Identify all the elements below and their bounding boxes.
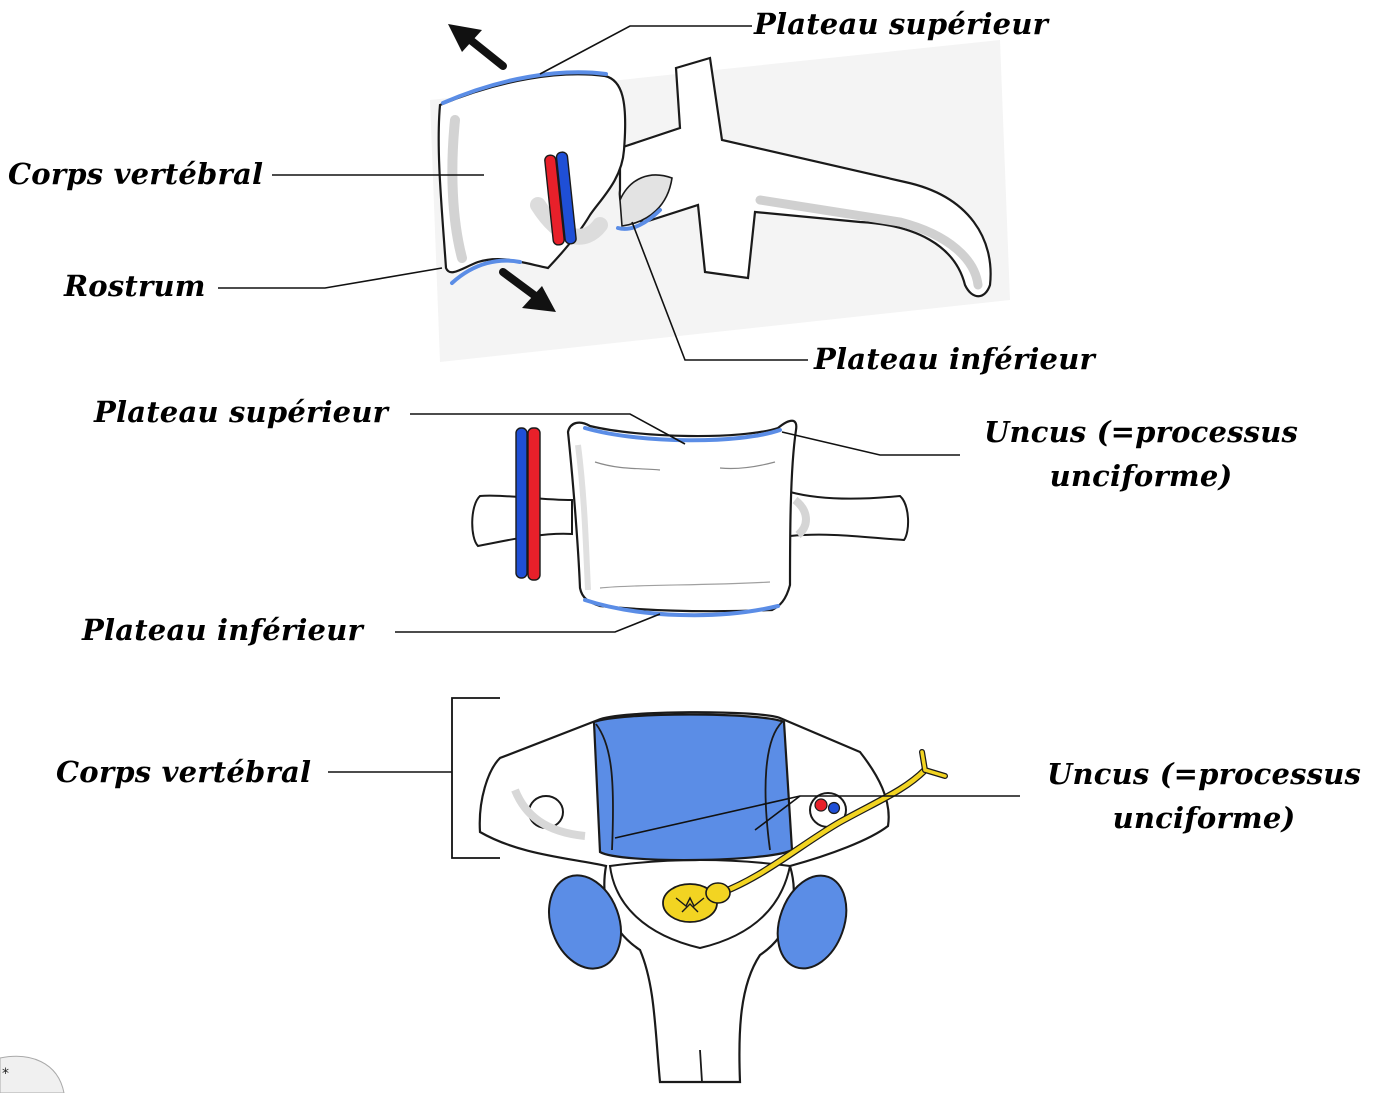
label-anterior-plateau-inferieur: Plateau inférieur bbox=[82, 608, 363, 652]
label-lateral-plateau-superieur: Plateau supérieur bbox=[754, 2, 1048, 46]
label-lateral-corps-vertebral: Corps vertébral bbox=[8, 152, 263, 196]
label-anterior-uncus-line2: unciforme) bbox=[960, 454, 1322, 498]
spinal-ganglion bbox=[706, 883, 730, 903]
label-anterior-uncus-line1: Uncus (=processus bbox=[960, 410, 1322, 454]
leader-anterior-uncus bbox=[782, 432, 960, 455]
label-superior-uncus-line1: Uncus (=processus bbox=[1024, 752, 1384, 796]
vertebral-artery-section bbox=[815, 799, 827, 811]
logo-badge bbox=[0, 1056, 64, 1093]
label-superior-corps-vertebral: Corps vertébral bbox=[56, 750, 311, 794]
vertebral-vein-section bbox=[829, 803, 840, 814]
label-superior-uncus-line2: unciforme) bbox=[1024, 796, 1384, 840]
arrow-up-left-icon bbox=[468, 38, 503, 66]
superior-vertebral-body bbox=[594, 715, 792, 861]
leader-lateral-plateau-superieur bbox=[540, 26, 752, 74]
anterior-vertebral-artery bbox=[528, 428, 540, 580]
label-lateral-plateau-inferieur: Plateau inférieur bbox=[814, 337, 1095, 381]
anterior-view bbox=[395, 414, 960, 632]
superior-view bbox=[328, 698, 1020, 1082]
label-superior-uncus: Uncus (=processus unciforme) bbox=[1024, 752, 1384, 840]
anterior-vertebral-vein bbox=[516, 428, 527, 578]
logo-badge-star: * bbox=[2, 1066, 9, 1082]
label-anterior-plateau-superieur: Plateau supérieur bbox=[94, 390, 388, 434]
leader-anterior-plateau-inferieur bbox=[395, 614, 660, 632]
label-anterior-uncus: Uncus (=processus unciforme) bbox=[960, 410, 1322, 498]
lateral-view bbox=[218, 24, 1010, 362]
label-lateral-rostrum: Rostrum bbox=[64, 264, 206, 308]
leader-lateral-rostrum bbox=[218, 268, 442, 288]
